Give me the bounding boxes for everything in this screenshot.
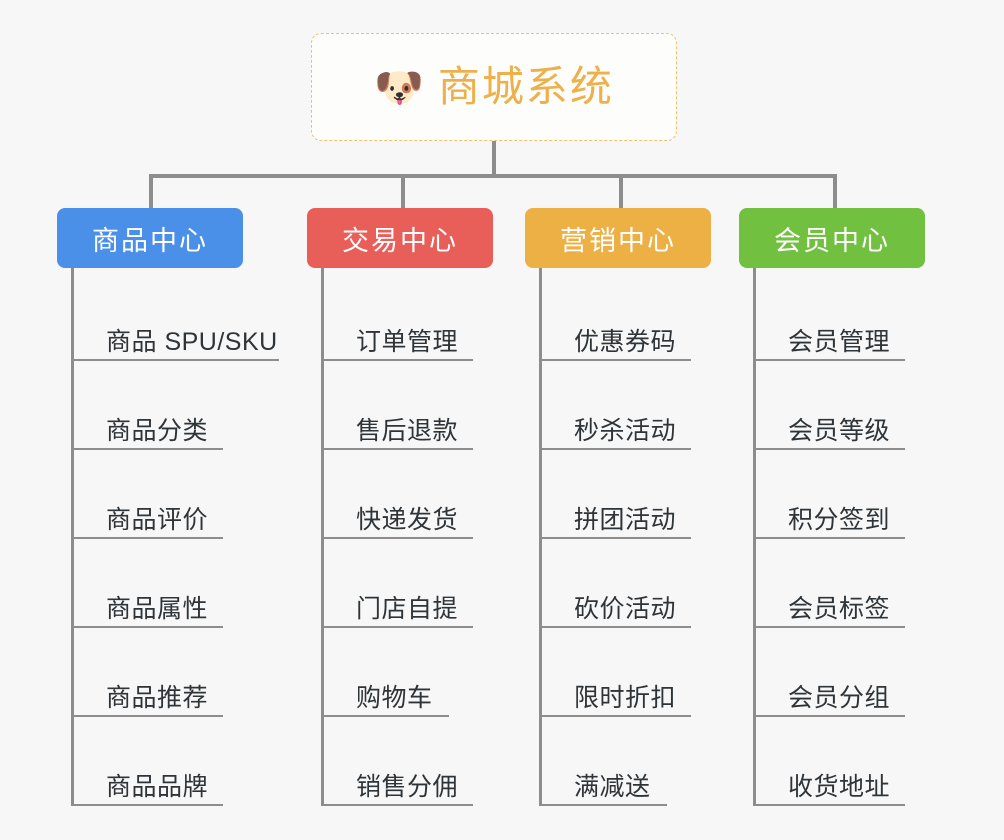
leaf-item[interactable]: 拼团活动 — [539, 450, 739, 539]
connector-horizontal-bus — [149, 174, 837, 178]
branch-header-2[interactable]: 营销中心 — [525, 208, 711, 268]
leaf-label: 积分签到 — [788, 506, 891, 535]
leaf-item[interactable]: 优惠券码 — [539, 272, 739, 361]
leaf-underline — [321, 715, 449, 717]
connector-root-stem — [492, 141, 496, 176]
leaf-label: 快递发货 — [356, 506, 459, 535]
leaf-item[interactable]: 商品属性 — [71, 539, 307, 628]
leaf-underline — [753, 715, 905, 717]
branch-marketing-center: 营销中心 优惠券码 秒杀活动 拼团活动 砍价活动 限时折扣 — [525, 208, 739, 806]
leaf-underline — [539, 804, 667, 806]
leaf-item[interactable]: 会员标签 — [753, 539, 953, 628]
leaf-label: 售后退款 — [356, 417, 459, 446]
leaf-label: 购物车 — [356, 684, 433, 713]
leaf-label: 商品 SPU/SKU — [106, 328, 278, 357]
leaf-underline — [753, 537, 905, 539]
leaf-label: 商品属性 — [106, 595, 209, 624]
leaf-underline — [71, 804, 223, 806]
leaf-label: 收货地址 — [788, 773, 891, 802]
leaf-label: 门店自提 — [356, 595, 459, 624]
leaf-item[interactable]: 收货地址 — [753, 717, 953, 806]
leaf-item[interactable]: 会员分组 — [753, 628, 953, 717]
leaf-underline — [321, 804, 473, 806]
leaf-item[interactable]: 秒杀活动 — [539, 361, 739, 450]
leaf-item[interactable]: 商品 SPU/SKU — [71, 272, 307, 361]
leaf-label: 销售分佣 — [356, 773, 459, 802]
leaf-label: 订单管理 — [356, 328, 459, 357]
leaf-item[interactable]: 快递发货 — [321, 450, 525, 539]
leaf-item[interactable]: 会员等级 — [753, 361, 953, 450]
leaf-item[interactable]: 门店自提 — [321, 539, 525, 628]
leaf-item[interactable]: 购物车 — [321, 628, 525, 717]
branch-product-center: 商品中心 商品 SPU/SKU 商品分类 商品评价 商品属性 商品推荐 — [57, 208, 307, 806]
leaf-list-2: 优惠券码 秒杀活动 拼团活动 砍价活动 限时折扣 满减送 — [539, 268, 739, 806]
root-node[interactable]: 🐶 商城系统 — [311, 33, 677, 141]
leaf-underline — [539, 359, 691, 361]
connector-drop-branch-3 — [833, 174, 837, 208]
leaf-underline — [321, 537, 473, 539]
leaf-underline — [539, 448, 691, 450]
connector-drop-branch-0 — [149, 174, 153, 208]
leaf-item[interactable]: 满减送 — [539, 717, 739, 806]
leaf-label: 商品推荐 — [106, 684, 209, 713]
leaf-item[interactable]: 积分签到 — [753, 450, 953, 539]
leaf-list-0: 商品 SPU/SKU 商品分类 商品评价 商品属性 商品推荐 商品品牌 — [71, 268, 307, 806]
leaf-underline — [71, 359, 279, 361]
leaf-label: 优惠券码 — [574, 328, 677, 357]
leaf-underline — [71, 537, 223, 539]
branch-trade-center: 交易中心 订单管理 售后退款 快递发货 门店自提 购物车 — [307, 208, 525, 806]
leaf-item[interactable]: 商品评价 — [71, 450, 307, 539]
leaf-item[interactable]: 商品品牌 — [71, 717, 307, 806]
leaf-underline — [71, 715, 223, 717]
leaf-underline — [539, 626, 691, 628]
leaf-label: 会员标签 — [788, 595, 891, 624]
leaf-underline — [539, 715, 691, 717]
leaf-item[interactable]: 限时折扣 — [539, 628, 739, 717]
branch-header-3[interactable]: 会员中心 — [739, 208, 925, 268]
connector-drop-branch-2 — [619, 174, 623, 208]
shiba-dog-face-icon: 🐶 — [374, 66, 424, 110]
leaf-list-1: 订单管理 售后退款 快递发货 门店自提 购物车 销售分佣 — [321, 268, 525, 806]
leaf-underline — [321, 359, 473, 361]
leaf-underline — [71, 626, 223, 628]
leaf-label: 商品品牌 — [106, 773, 209, 802]
branch-member-center: 会员中心 会员管理 会员等级 积分签到 会员标签 会员分组 — [739, 208, 953, 806]
leaf-item[interactable]: 售后退款 — [321, 361, 525, 450]
branch-header-1[interactable]: 交易中心 — [307, 208, 493, 268]
leaf-item[interactable]: 商品分类 — [71, 361, 307, 450]
leaf-underline — [539, 537, 691, 539]
leaf-item[interactable]: 销售分佣 — [321, 717, 525, 806]
connector-drop-branch-1 — [401, 174, 405, 208]
leaf-underline — [753, 359, 905, 361]
leaf-underline — [753, 448, 905, 450]
leaf-item[interactable]: 订单管理 — [321, 272, 525, 361]
leaf-item[interactable]: 商品推荐 — [71, 628, 307, 717]
leaf-item[interactable]: 砍价活动 — [539, 539, 739, 628]
leaf-label: 砍价活动 — [574, 595, 677, 624]
leaf-label: 满减送 — [574, 773, 651, 802]
leaf-item[interactable]: 会员管理 — [753, 272, 953, 361]
leaf-label: 会员等级 — [788, 417, 891, 446]
leaf-underline — [753, 626, 905, 628]
leaf-list-3: 会员管理 会员等级 积分签到 会员标签 会员分组 收货地址 — [753, 268, 953, 806]
leaf-underline — [753, 804, 905, 806]
leaf-label: 会员分组 — [788, 684, 891, 713]
leaf-underline — [71, 448, 223, 450]
leaf-label: 拼团活动 — [574, 506, 677, 535]
leaf-label: 商品评价 — [106, 506, 209, 535]
leaf-label: 限时折扣 — [574, 684, 677, 713]
leaf-label: 会员管理 — [788, 328, 891, 357]
branch-header-0[interactable]: 商品中心 — [57, 208, 243, 268]
root-title: 商城系统 — [437, 63, 614, 110]
leaf-label: 商品分类 — [106, 417, 209, 446]
leaf-label: 秒杀活动 — [574, 417, 677, 446]
leaf-underline — [321, 626, 473, 628]
leaf-underline — [321, 448, 473, 450]
